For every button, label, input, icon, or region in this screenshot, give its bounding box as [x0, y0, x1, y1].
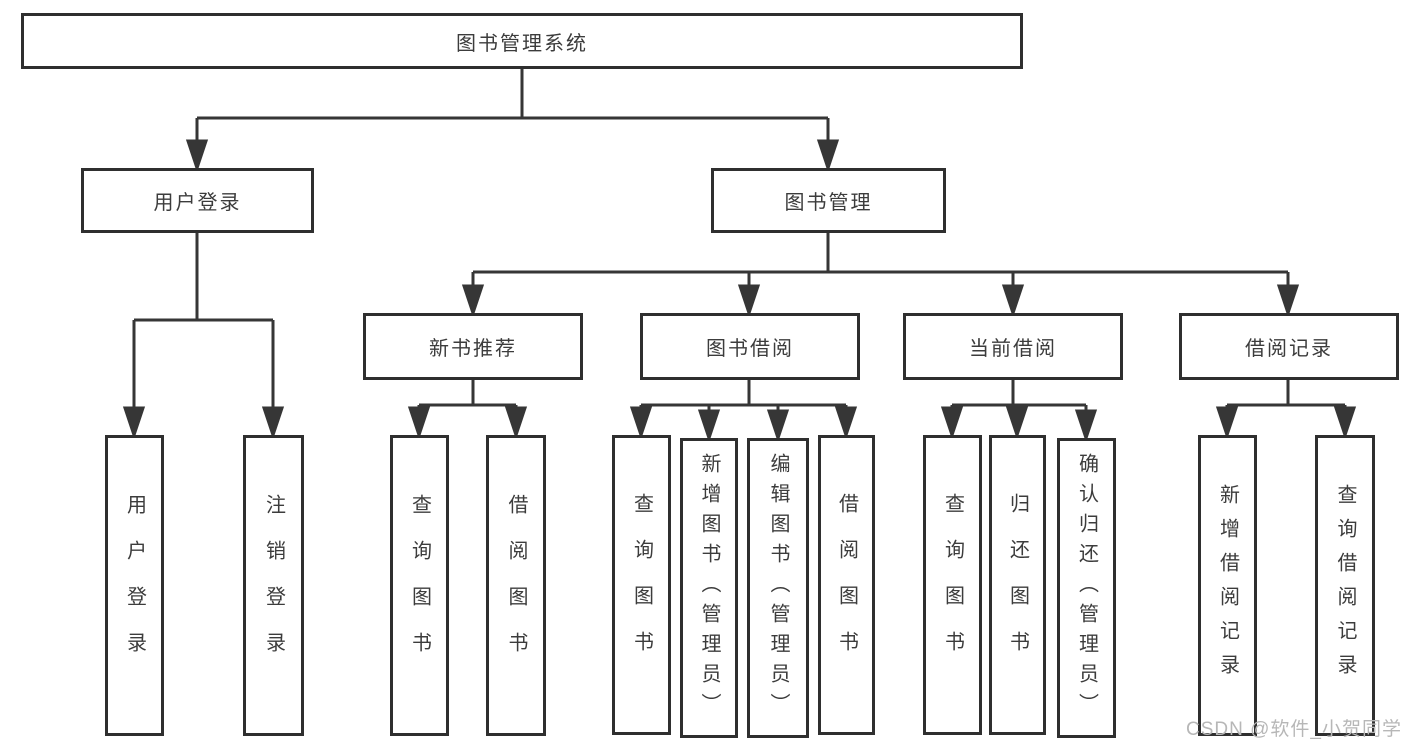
node-borrow-records-label: 借阅记录	[1245, 338, 1333, 360]
node-current-borrowing: 当前借阅	[903, 313, 1123, 380]
arrow-down-icon	[737, 284, 761, 318]
leaf-query-book-1-label: 查询图书	[408, 493, 431, 678]
arrow-down-icon	[1074, 409, 1098, 443]
leaf-query-book-2-label: 查询图书	[630, 493, 653, 677]
arrow-down-icon	[766, 409, 790, 443]
leaf-query-book-3-label: 查询图书	[941, 493, 964, 677]
leaf-logout: 注销登录	[243, 435, 304, 736]
leaf-add-borrow-record-label: 新增借阅记录	[1216, 483, 1239, 688]
arrow-down-icon	[1333, 406, 1357, 440]
leaf-borrow-book-2: 借阅图书	[818, 435, 875, 735]
leaf-return-book-label: 归还图书	[1006, 493, 1029, 677]
connector-group-borrow-records	[1215, 380, 1357, 440]
leaf-add-book-admin-label: 新增图书（管理员）	[698, 453, 720, 723]
leaf-edit-book-admin-label: 编辑图书（管理员）	[767, 453, 789, 723]
leaf-user-login: 用户登录	[105, 435, 164, 736]
leaf-query-book-2: 查询图书	[612, 435, 671, 735]
leaf-add-book-admin: 新增图书（管理员）	[680, 438, 738, 738]
node-book-borrowing-label: 图书借阅	[706, 338, 794, 360]
leaf-query-book-1: 查询图书	[390, 435, 449, 736]
arrow-down-icon	[816, 139, 840, 173]
connector-group-book-management	[461, 233, 1300, 318]
arrow-down-icon	[834, 406, 858, 440]
arrow-down-icon	[122, 406, 146, 440]
arrow-down-icon	[461, 284, 485, 318]
leaf-query-book-3: 查询图书	[923, 435, 982, 735]
leaf-edit-book-admin: 编辑图书（管理员）	[747, 438, 809, 738]
node-user-login-label: 用户登录	[153, 192, 242, 214]
arrow-down-icon	[1276, 284, 1300, 318]
leaf-confirm-return-admin-label: 确认归还（管理员）	[1075, 453, 1098, 723]
leaf-confirm-return-admin: 确认归还（管理员）	[1057, 438, 1116, 738]
arrow-down-icon	[940, 406, 964, 440]
leaf-borrow-book-1: 借阅图书	[486, 435, 546, 736]
leaf-logout-label: 注销登录	[262, 493, 285, 678]
arrow-down-icon	[504, 406, 528, 440]
node-user-login: 用户登录	[81, 168, 314, 233]
arrow-down-icon	[1001, 284, 1025, 318]
arrow-down-icon	[1005, 406, 1029, 440]
connector-group-current-borrowing	[940, 380, 1098, 443]
leaf-borrow-book-1-label: 借阅图书	[505, 493, 527, 678]
leaf-user-login-label: 用户登录	[123, 493, 146, 678]
node-borrow-records: 借阅记录	[1179, 313, 1399, 380]
arrow-down-icon	[1215, 406, 1239, 440]
node-new-book-recommend-label: 新书推荐	[429, 338, 517, 360]
leaf-query-borrow-record-label: 查询借阅记录	[1334, 483, 1356, 688]
node-current-borrowing-label: 当前借阅	[969, 338, 1057, 360]
leaf-return-book: 归还图书	[989, 435, 1046, 735]
leaf-query-borrow-record: 查询借阅记录	[1315, 435, 1375, 736]
leaf-borrow-book-2-label: 借阅图书	[835, 493, 858, 677]
arrow-down-icon	[185, 139, 209, 173]
connector-group-system	[185, 68, 840, 173]
arrow-down-icon	[629, 406, 653, 440]
connector-group-new-book-recommend	[407, 380, 528, 440]
node-new-book-recommend: 新书推荐	[363, 313, 583, 380]
node-book-management-label: 图书管理	[784, 192, 873, 214]
node-book-management: 图书管理	[711, 168, 946, 233]
arrow-down-icon	[261, 406, 285, 440]
leaf-add-borrow-record: 新增借阅记录	[1198, 435, 1257, 736]
arrow-down-icon	[407, 406, 431, 440]
arrow-down-icon	[697, 409, 721, 443]
node-library-system: 图书管理系统	[21, 13, 1023, 69]
connector-group-book-borrowing	[629, 380, 858, 443]
connector-group-user-login	[122, 233, 285, 440]
watermark: CSDN @软件_小贺同学	[1186, 719, 1402, 740]
node-library-system-label: 图书管理系统	[456, 32, 588, 55]
node-book-borrowing: 图书借阅	[640, 313, 860, 380]
